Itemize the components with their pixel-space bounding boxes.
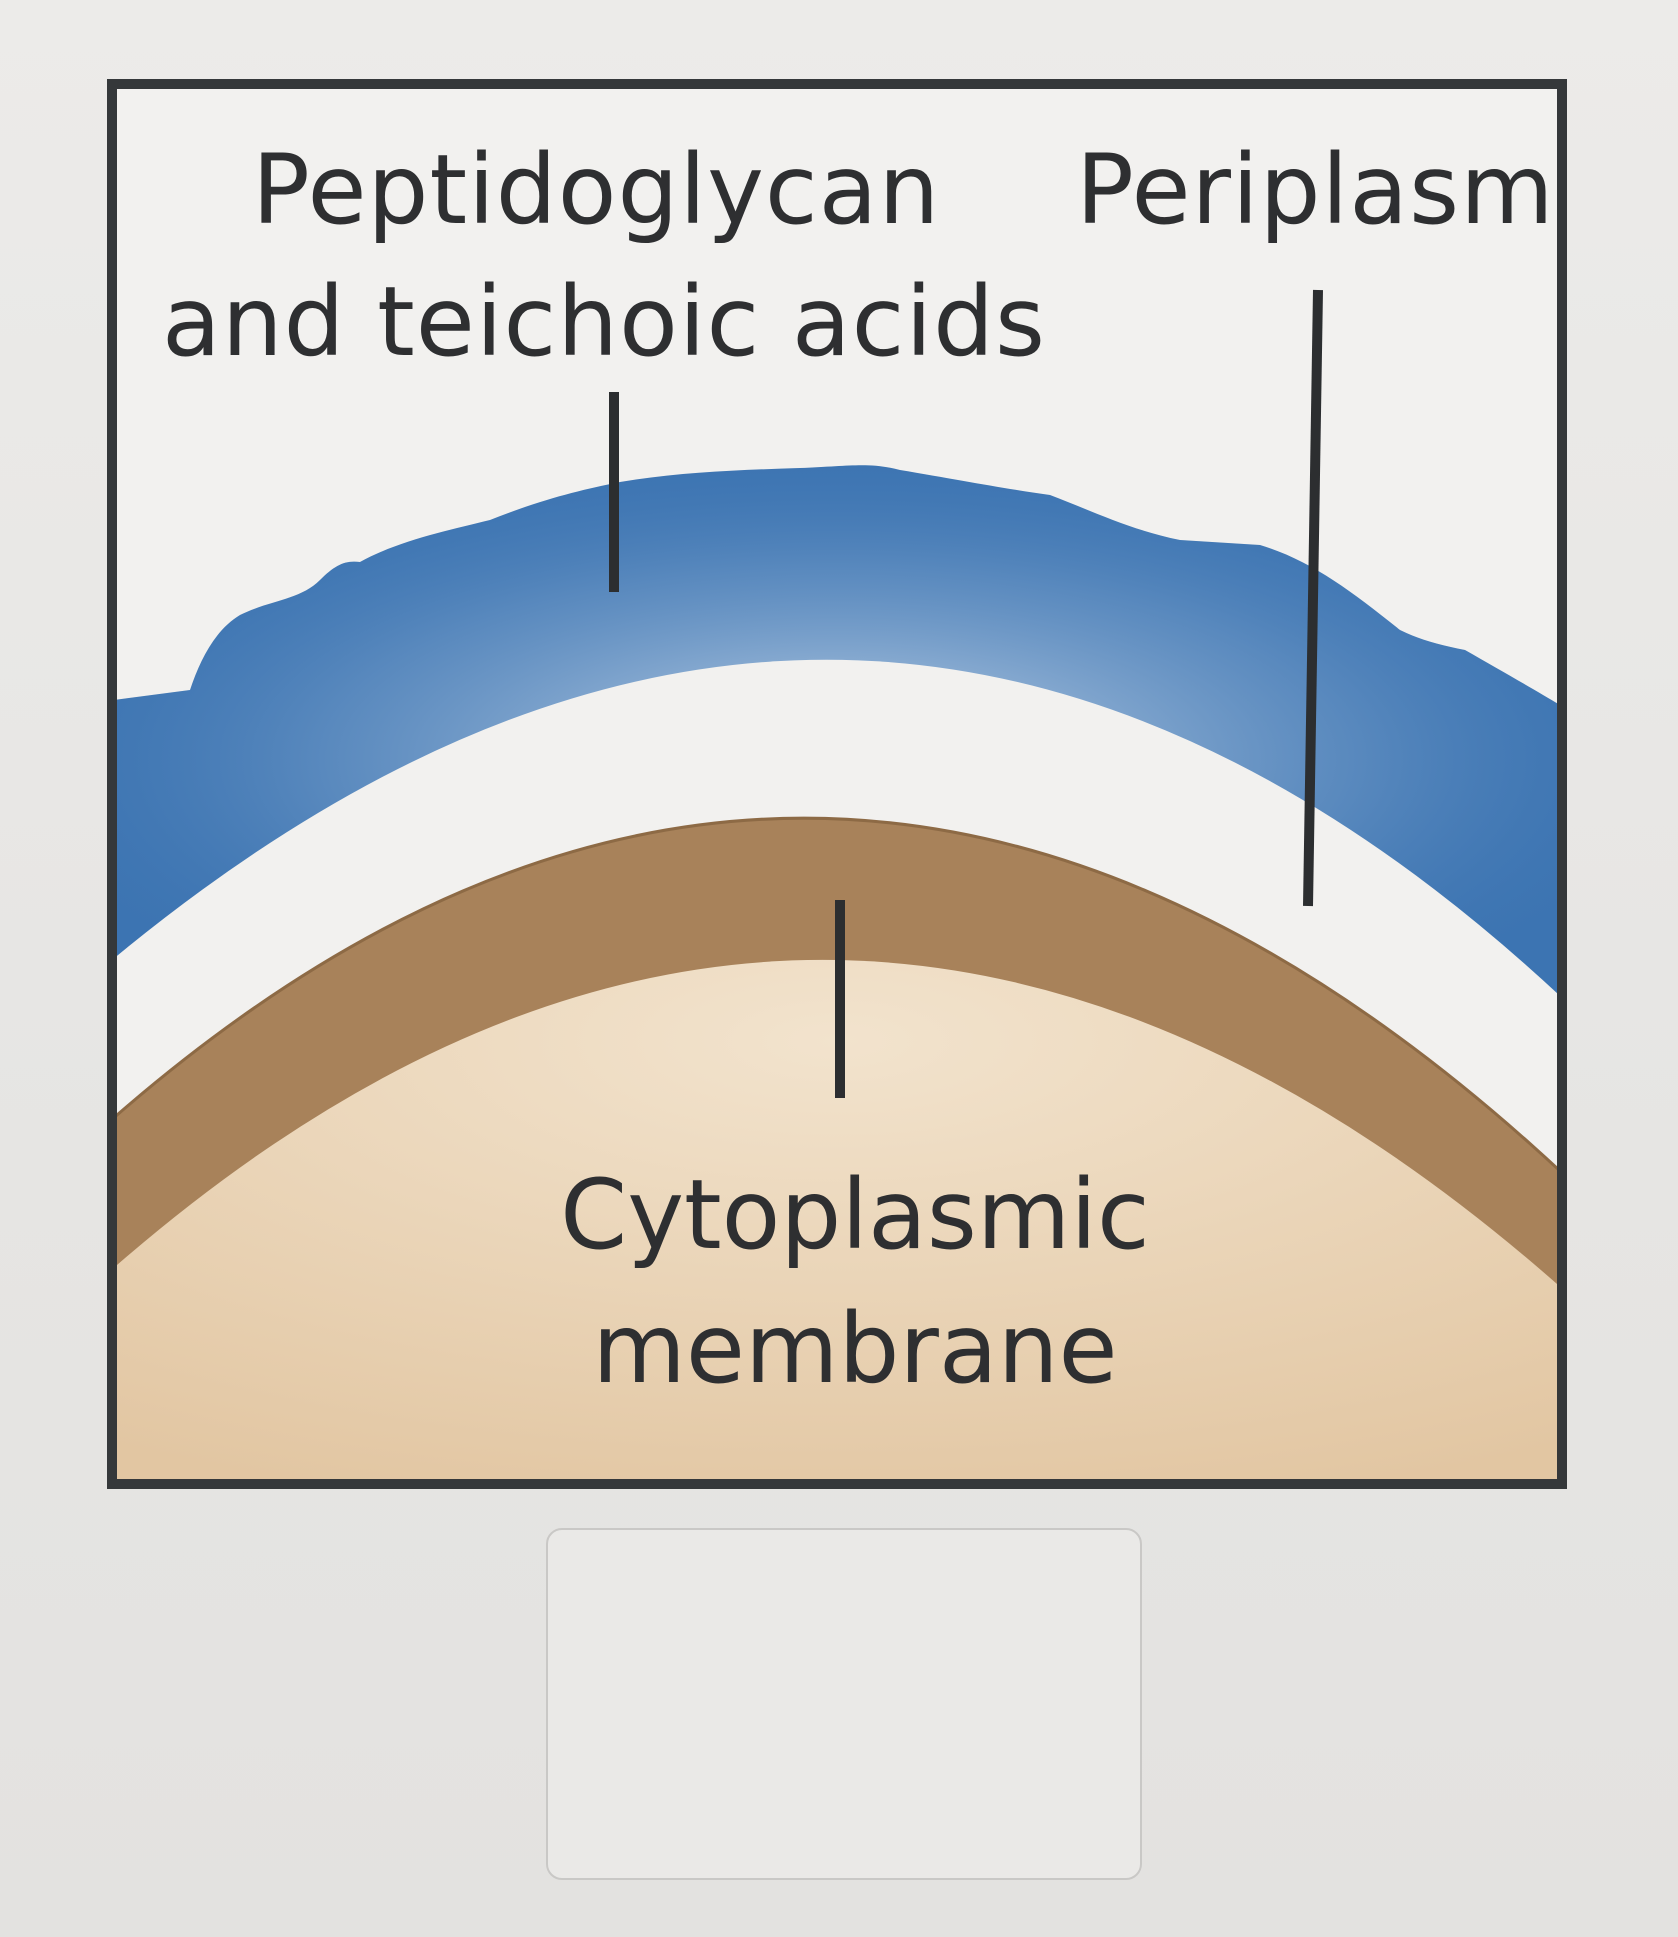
cytoplasmic-membrane-label-line1: Cytoplasmic — [560, 1159, 1150, 1271]
peptidoglycan-label-line1: Peptidoglycan — [252, 134, 941, 246]
cytoplasm-area — [114, 959, 1560, 1482]
cytoplasmic-membrane-label-line2: membrane — [592, 1293, 1118, 1405]
diagram-frame — [107, 79, 1567, 1489]
periplasm-label: Periplasm — [1076, 134, 1555, 246]
periplasm-leader-line — [1303, 289, 1323, 907]
answer-drop-box[interactable] — [546, 1528, 1142, 1880]
peptidoglycan-label-line2: and teichoic acids — [162, 266, 1047, 378]
